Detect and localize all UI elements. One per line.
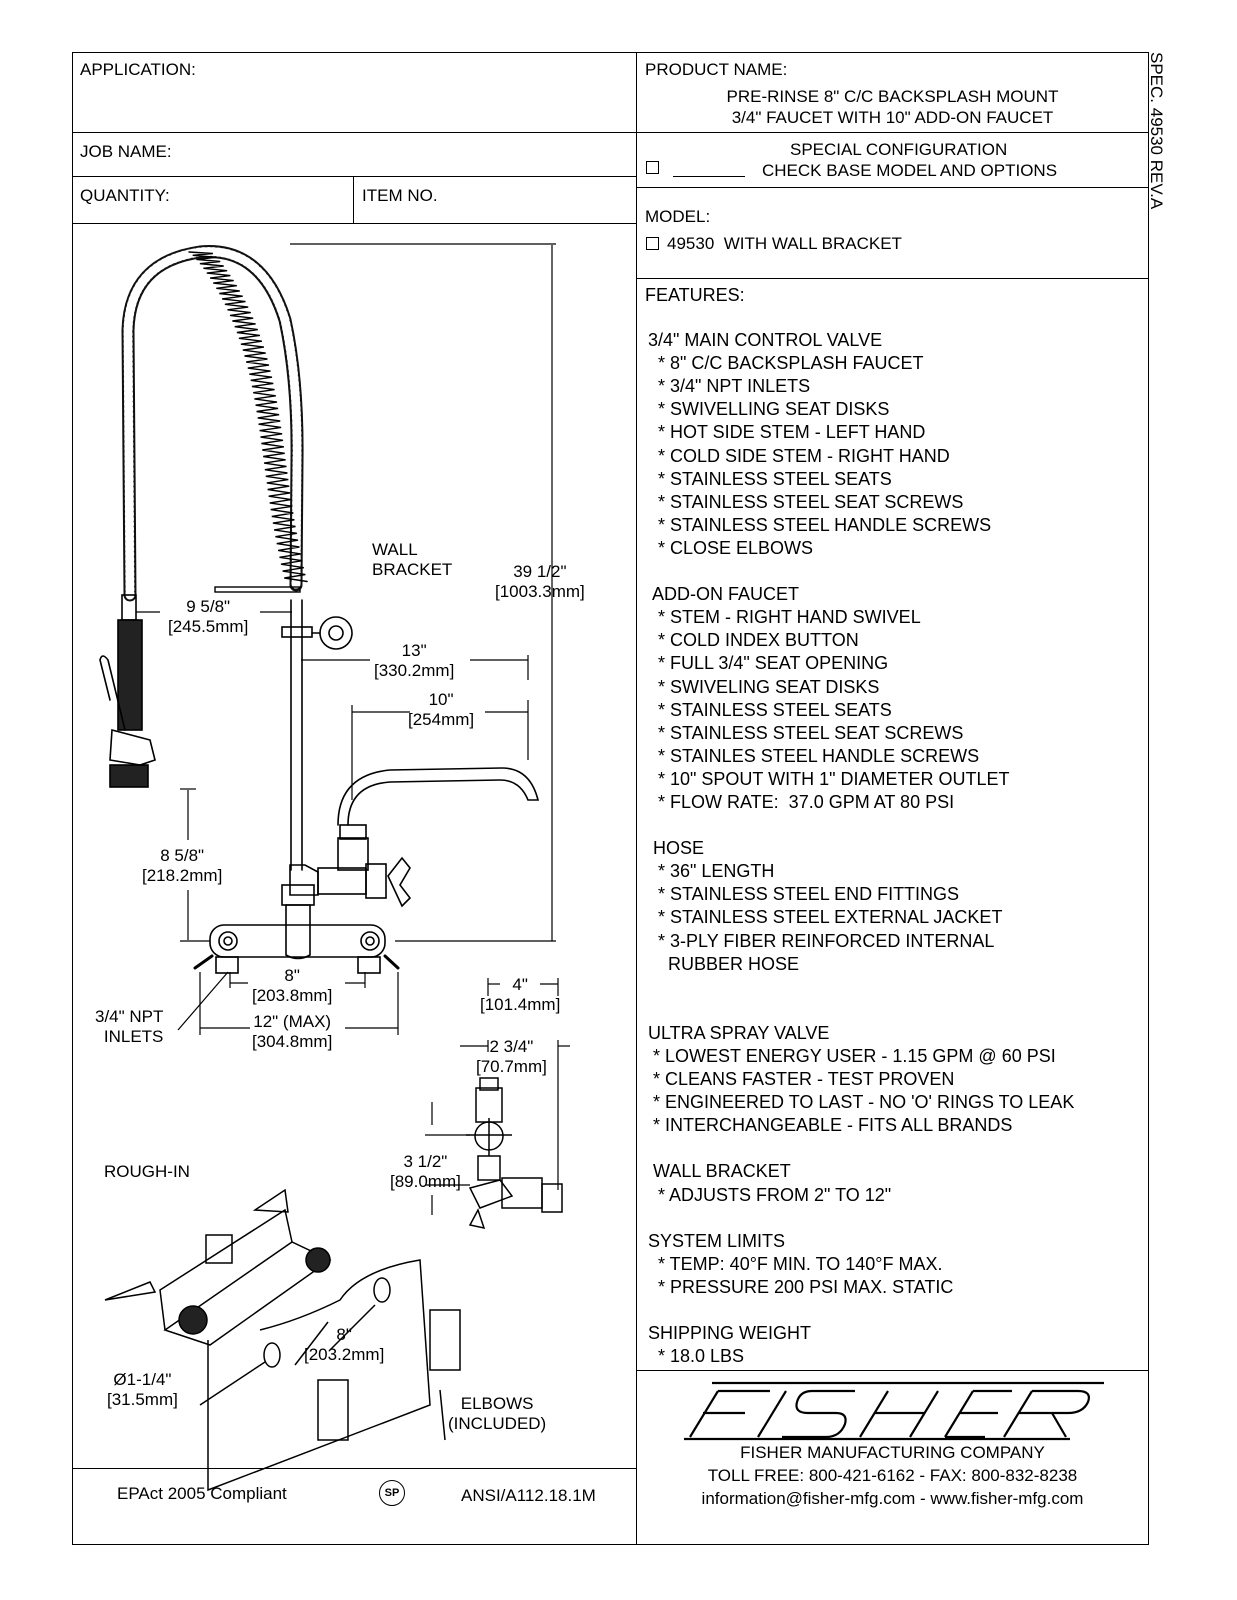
product-name-label: PRODUCT NAME:: [645, 60, 788, 79]
spray-offset-dim: 9 5/8" [245.5mm]: [168, 597, 249, 636]
reach-10-dim: 10" [254mm]: [408, 690, 475, 729]
center-12-dim: 12" (MAX) [304.8mm]: [252, 1012, 333, 1051]
feature-line: * STAINLES STEEL HANDLE SCREWS: [648, 745, 980, 766]
divider-application: [72, 132, 1149, 133]
feature-line: * STAINLESS STEEL EXTERNAL JACKET: [648, 907, 1003, 928]
feature-line: * CLOSE ELBOWS: [648, 537, 814, 558]
special-config-line1: SPECIAL CONFIGURATION: [790, 140, 1008, 159]
feature-line: * STAINLESS STEEL SEATS: [648, 468, 892, 489]
company-phones: TOLL FREE: 800-421-6162 - FAX: 800-832-8…: [707, 1466, 1078, 1485]
feature-line: * FULL 3/4" SEAT OPENING: [648, 653, 889, 674]
feature-line: * INTERCHANGEABLE - FITS ALL BRANDS: [648, 1115, 1013, 1136]
feature-line: * ADJUSTS FROM 2" TO 12": [648, 1184, 892, 1205]
feature-line: HOSE: [648, 838, 705, 859]
feature-line: * 36" LENGTH: [648, 861, 775, 882]
feature-line: RUBBER HOSE: [648, 953, 800, 974]
model-checkbox[interactable]: [646, 237, 659, 250]
feature-line: * ENGINEERED TO LAST - NO 'O' RINGS TO L…: [648, 1092, 1075, 1113]
feature-line: * STAINLESS STEEL SEAT SCREWS: [648, 491, 964, 512]
feature-line: [648, 1299, 1138, 1322]
feature-line: * STAINLESS STEEL HANDLE SCREWS: [648, 514, 992, 535]
feature-line: * COLD SIDE STEM - RIGHT HAND: [648, 445, 950, 466]
ansi-standard: ANSI/A112.18.1M: [461, 1486, 596, 1505]
divider-company: [636, 1370, 1149, 1371]
feature-line: SHIPPING WEIGHT: [648, 1323, 812, 1344]
spray-height-dim: 8 5/8" [218.2mm]: [142, 846, 223, 885]
spec-sheet-frame: [72, 52, 1149, 1545]
npt-inlets-label: 3/4" NPT INLETS: [95, 1007, 164, 1046]
elbows-label: ELBOWS (INCLUDED): [448, 1394, 547, 1433]
feature-line: 3/4" MAIN CONTROL VALVE: [648, 330, 883, 351]
feature-line: * 3-PLY FIBER REINFORCED INTERNAL: [648, 930, 995, 951]
feature-line: * STAINLESS STEEL END FITTINGS: [648, 884, 960, 905]
company-name: FISHER MANUFACTURING COMPANY: [740, 1443, 1045, 1462]
certification-mark-icon: SP: [379, 1480, 405, 1506]
feature-line: * CLEANS FASTER - TEST PROVEN: [648, 1069, 955, 1090]
side-234-dim: 2 3/4" [70.7mm]: [476, 1037, 547, 1076]
divider-model: [636, 278, 1149, 279]
features-title: FEATURES:: [645, 285, 745, 305]
feature-line: [648, 814, 1138, 837]
feature-line: * 3/4" NPT INLETS: [648, 376, 811, 397]
feature-line: * LOWEST ENERGY USER - 1.15 GPM @ 60 PSI: [648, 1046, 1056, 1066]
wall-bracket-label: WALL BRACKET: [372, 540, 453, 579]
model-option: 49530 WITH WALL BRACKET: [646, 234, 902, 254]
divider-item-no: [353, 176, 354, 223]
feature-line: * 10" SPOUT WITH 1" DIAMETER OUTLET: [648, 768, 1010, 789]
company-contact: information@fisher-mfg.com - www.fisher-…: [701, 1489, 1084, 1508]
features-list: 3/4" MAIN CONTROL VALVE * 8" C/C BACKSPL…: [648, 306, 1138, 1368]
feature-line: * PRESSURE 200 PSI MAX. STATIC: [648, 1276, 954, 1297]
feature-line: SYSTEM LIMITS: [648, 1230, 786, 1251]
feature-line: [648, 306, 1138, 329]
feature-line: [648, 1207, 1138, 1230]
application-label: APPLICATION:: [80, 60, 196, 79]
feature-line: ULTRA SPRAY VALVE: [648, 1022, 830, 1043]
product-name-line1: PRE-RINSE 8" C/C BACKSPLASH MOUNT: [726, 87, 1059, 106]
feature-line: * FLOW RATE: 37.0 GPM AT 80 PSI: [648, 791, 955, 812]
rough-in-label: ROUGH-IN: [104, 1162, 190, 1181]
center-8-dim: 8" [203.8mm]: [252, 966, 333, 1005]
divider-quantity: [72, 223, 636, 224]
epact-compliance: EPAct 2005 Compliant: [117, 1484, 287, 1503]
feature-line: * SWIVELING SEAT DISKS: [648, 676, 880, 697]
special-config-line2: CHECK BASE MODEL AND OPTIONS: [762, 161, 1058, 180]
feature-line: * HOT SIDE STEM - LEFT HAND: [648, 422, 926, 443]
feature-line: * STAINLESS STEEL SEAT SCREWS: [648, 722, 964, 743]
feature-line: * STAINLESS STEEL SEATS: [648, 699, 892, 720]
feature-line: * 18.0 LBS: [648, 1346, 745, 1367]
item-no-label: ITEM NO.: [362, 186, 438, 205]
divider-job: [72, 176, 636, 177]
feature-line: [648, 976, 1138, 999]
rough-8-dim: 8" [203.2mm]: [304, 1325, 385, 1364]
special-config-checkbox[interactable]: [646, 161, 659, 174]
feature-line: WALL BRACKET: [648, 1161, 791, 1182]
feature-line: [648, 1137, 1138, 1160]
hole-diameter-dim: Ø1-1/4" [31.5mm]: [107, 1370, 178, 1409]
feature-line: [648, 560, 1138, 583]
feature-line: * STEM - RIGHT HAND SWIVEL: [648, 607, 921, 628]
model-label: MODEL:: [645, 207, 711, 226]
divider-footer: [72, 1468, 636, 1469]
feature-line: * 8" C/C BACKSPLASH FAUCET: [648, 353, 924, 374]
feature-line: ADD-ON FAUCET: [648, 584, 800, 605]
reach-13-dim: 13" [330.2mm]: [374, 641, 455, 680]
height-total-dim: 39 1/2" [1003.3mm]: [495, 562, 585, 601]
product-name-line2: 3/4" FAUCET WITH 10" ADD-ON FAUCET: [731, 108, 1054, 127]
feature-line: * SWIVELLING SEAT DISKS: [648, 399, 890, 420]
side-312-dim: 3 1/2" [89.0mm]: [390, 1152, 461, 1191]
spec-revision: SPEC. 49530 REV.A: [1147, 52, 1166, 210]
quantity-label: QUANTITY:: [80, 186, 170, 205]
feature-line: * COLD INDEX BUTTON: [648, 630, 859, 651]
job-name-label: JOB NAME:: [80, 142, 172, 161]
center-divider: [636, 52, 637, 1545]
feature-line: [648, 999, 1138, 1022]
divider-special: [636, 187, 1149, 188]
special-config-blank[interactable]: [673, 176, 745, 177]
feature-line: * TEMP: 40°F MIN. TO 140°F MAX.: [648, 1253, 943, 1274]
side-4-dim: 4" [101.4mm]: [480, 975, 561, 1014]
